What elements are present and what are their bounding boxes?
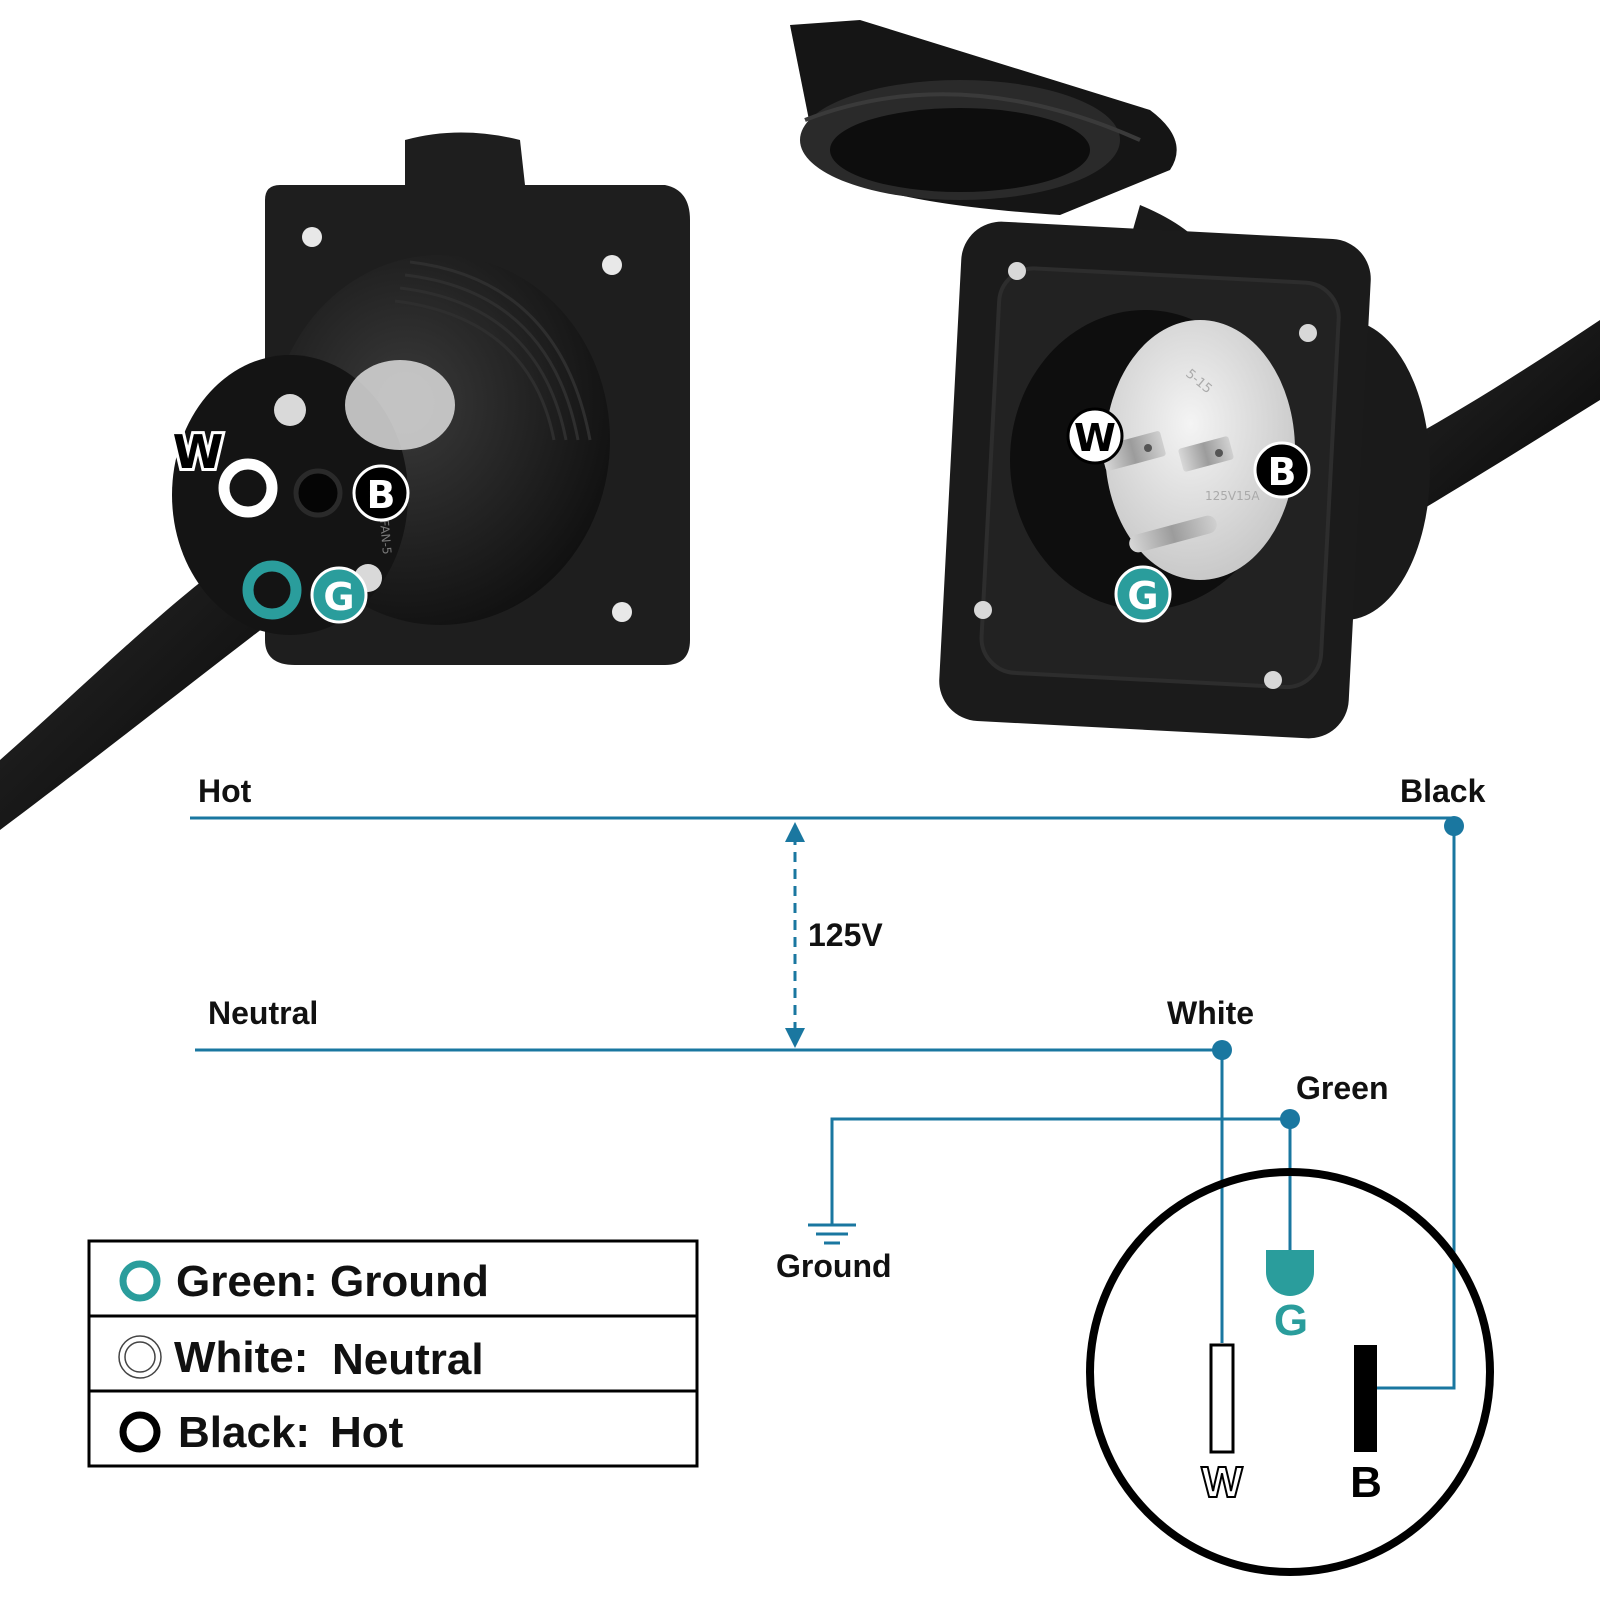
white-node [1212,1040,1232,1060]
legend-color-green: Green: [176,1257,318,1306]
legend-color-white: White: [174,1333,308,1382]
thread-lines [394,260,592,441]
white-wire-hole [218,458,278,518]
outlet-g-label: G [1274,1296,1308,1345]
neutral-prong [1100,431,1166,471]
ground-pin [1129,515,1217,553]
green-node [1280,1109,1300,1129]
hot-prong [1178,436,1234,472]
outlet-outline [1086,1168,1494,1576]
neutral-slot [1209,1343,1235,1454]
hot-slot [1354,1345,1377,1452]
b-badge-front [1253,441,1311,499]
wiring-schematic [190,816,1456,1390]
screw-hole [974,601,992,619]
prong-hole [1144,444,1152,452]
screw-hole [1264,671,1282,689]
outlet-face-diagram: W G B [1086,1168,1494,1576]
neutral-label: Neutral [208,995,318,1031]
g-label-back: G [323,575,354,619]
inner-insert [345,360,455,450]
black-wire-hole [293,468,343,518]
inlet-back-view: FAN-5 W B G [0,132,690,830]
screw-hole [612,602,632,622]
screw-hole [602,255,622,275]
black-ring-icon [119,1411,161,1453]
legend-meaning-hot: Hot [330,1408,404,1457]
inlet-imprint: FAN-5 [377,519,394,555]
white-ring-icon [118,1335,162,1379]
terminal-screw [274,394,306,426]
w-badge-front [1066,407,1124,465]
white-ring-icon-inner [124,1341,156,1373]
ground-slot [1266,1250,1314,1296]
b-badge-back [352,464,410,522]
black-label: Black [1400,773,1486,809]
black-node [1444,816,1464,836]
power-cord [0,545,300,830]
legend-meaning-ground: Ground [330,1257,489,1306]
legend-border [87,1239,699,1468]
g-badge-front [1114,565,1172,623]
screw-hole [1299,324,1317,342]
legend-meaning-neutral: Neutral [332,1335,484,1384]
w-label-back: W [173,425,224,479]
voltage-arrow-head-down [785,1028,805,1048]
ground-label: Ground [776,1248,892,1284]
hot-label: Hot [198,773,252,809]
green-wire-hole [242,560,302,620]
voltage-label: 125V [808,917,883,953]
outlet-w-label: W [1201,1458,1243,1507]
green-ring-icon [119,1260,161,1302]
black-wire-line [1377,818,1456,1390]
plug-imprint-mid: 125V15A [1205,489,1260,503]
g-label-front: G [1127,574,1158,618]
green-label: Green [1296,1070,1388,1106]
legend-table: Green: Ground White: Neutral Black: Hot [87,1239,699,1468]
b-label-front: B [1268,450,1297,494]
weather-cap [790,20,1215,285]
white-label: White [1167,995,1254,1031]
green-wire-line [830,1117,1290,1225]
inlet-front-view: 5-15 125V15A W B G [790,20,1600,739]
outlet-b-label: B [1350,1458,1382,1507]
w-label-front: W [1074,416,1116,460]
legend-color-black: Black: [178,1408,310,1457]
screw-hole [302,227,322,247]
g-badge-back [310,566,368,624]
voltage-arrow-head-up [785,822,805,842]
b-label-back: B [367,473,396,517]
prong-hole [1215,449,1223,457]
terminal-face [172,355,408,635]
screw-hole [1008,262,1026,280]
